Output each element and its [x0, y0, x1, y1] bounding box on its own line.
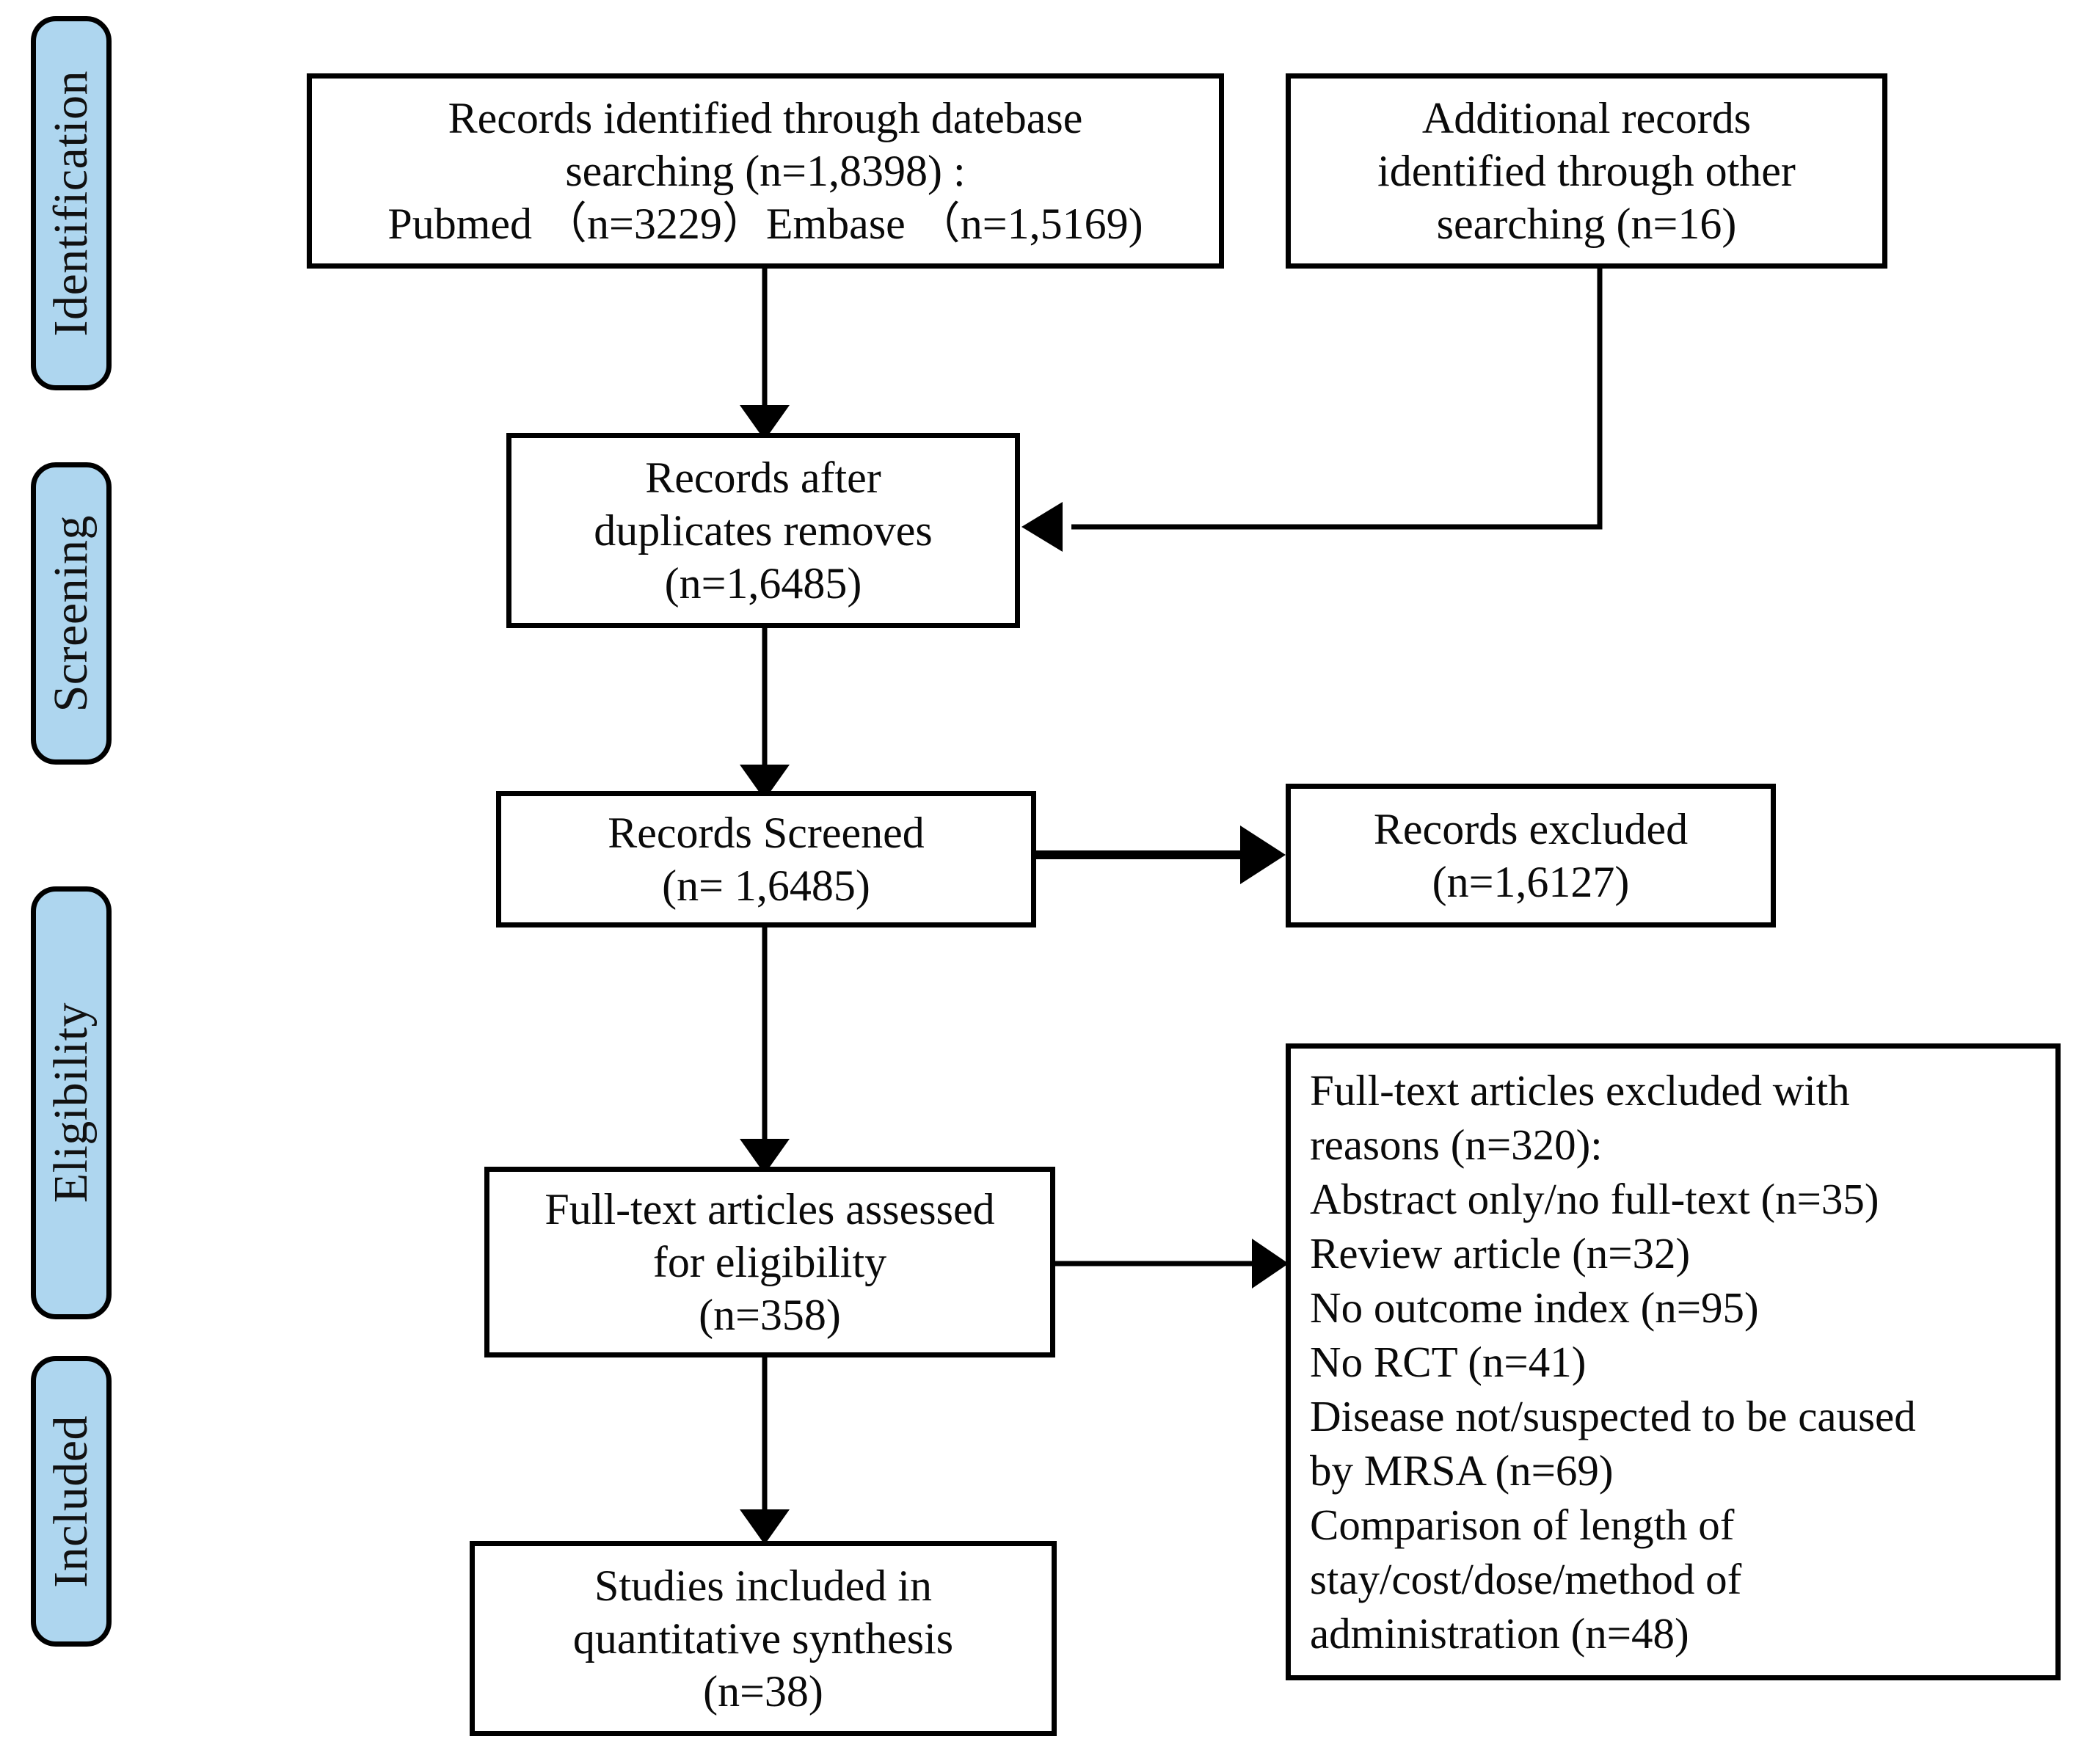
- box-line: (n=358): [699, 1291, 841, 1339]
- box-line: duplicates removes: [594, 506, 933, 555]
- box-studies-included: Studies included in quantitative synthes…: [470, 1541, 1057, 1736]
- box-line: reasons (n=320):: [1310, 1120, 1603, 1169]
- stage-pill-included: Included: [31, 1356, 112, 1647]
- box-additional-records-other: Additional records identified through ot…: [1286, 73, 1887, 269]
- arrow-database-to-dedup: [740, 267, 790, 440]
- box-records-identified-database: Records identified through datebase sear…: [307, 73, 1224, 269]
- box-line: Review article (n=32): [1310, 1228, 1691, 1278]
- arrow-dedup-to-screened: [740, 627, 790, 800]
- box-line: Records excluded: [1373, 805, 1689, 853]
- box-line: for eligibility: [652, 1238, 887, 1286]
- box-line: administration (n=48): [1310, 1609, 1689, 1658]
- box-line: Disease not/suspected to be caused: [1310, 1392, 1916, 1441]
- box-fulltext-assessed: Full-text articles assessed for eligibil…: [484, 1167, 1055, 1357]
- stage-label-screening: Screening: [44, 514, 98, 712]
- box-line: Full-text articles assessed: [544, 1185, 995, 1233]
- box-records-screened: Records Screened (n= 1,6485): [496, 791, 1036, 927]
- box-line: searching (n=1,8398) :: [565, 147, 966, 195]
- box-line: (n= 1,6485): [662, 861, 870, 910]
- box-line: (n=1,6127): [1432, 858, 1630, 906]
- box-line: searching (n=16): [1436, 200, 1737, 248]
- arrow-screened-to-excluded: [1036, 825, 1286, 884]
- box-line: Comparison of length of: [1310, 1501, 1735, 1550]
- arrow-fulltext-to-reasons: [1055, 1239, 1289, 1289]
- box-line: by MRSA (n=69): [1310, 1446, 1614, 1495]
- stage-pill-identification: Identification: [31, 16, 112, 390]
- box-line: Records after: [645, 453, 881, 502]
- box-line: Full-text articles excluded with: [1310, 1065, 1850, 1115]
- stage-label-identification: Identification: [44, 70, 98, 337]
- arrow-other-to-dedup: [1021, 267, 1603, 552]
- box-line: (n=38): [703, 1667, 823, 1716]
- box-line: Additional records: [1421, 94, 1752, 142]
- arrow-screened-to-fulltext: [740, 926, 790, 1174]
- stage-pill-screening: Screening: [31, 462, 112, 765]
- box-line: Records Screened: [608, 809, 925, 857]
- box-records-excluded: Records excluded (n=1,6127): [1286, 784, 1776, 927]
- box-line: Pubmed （n=3229）Embase （n=1,5169): [387, 200, 1143, 248]
- box-records-after-duplicates: Records after duplicates removes (n=1,64…: [506, 433, 1020, 628]
- box-line: No RCT (n=41): [1310, 1337, 1587, 1386]
- box-line: identified through other: [1377, 147, 1796, 195]
- box-line: (n=1,6485): [664, 559, 862, 608]
- stage-label-included: Included: [44, 1415, 98, 1588]
- box-line: Abstract only/no full-text (n=35): [1310, 1174, 1879, 1223]
- stage-label-eligibility: Eligibility: [44, 1002, 98, 1203]
- box-fulltext-excluded-reasons: Full-text articles excluded with reasons…: [1286, 1043, 2061, 1680]
- box-line: quantitative synthesis: [572, 1614, 954, 1663]
- arrow-fulltext-to-included: [740, 1357, 790, 1545]
- box-line: Records identified through datebase: [448, 94, 1083, 142]
- box-line: Studies included in: [594, 1561, 932, 1610]
- box-line: No outcome index (n=95): [1310, 1283, 1759, 1332]
- box-line: stay/cost/dose/method of: [1310, 1555, 1742, 1604]
- stage-pill-eligibility: Eligibility: [31, 886, 112, 1319]
